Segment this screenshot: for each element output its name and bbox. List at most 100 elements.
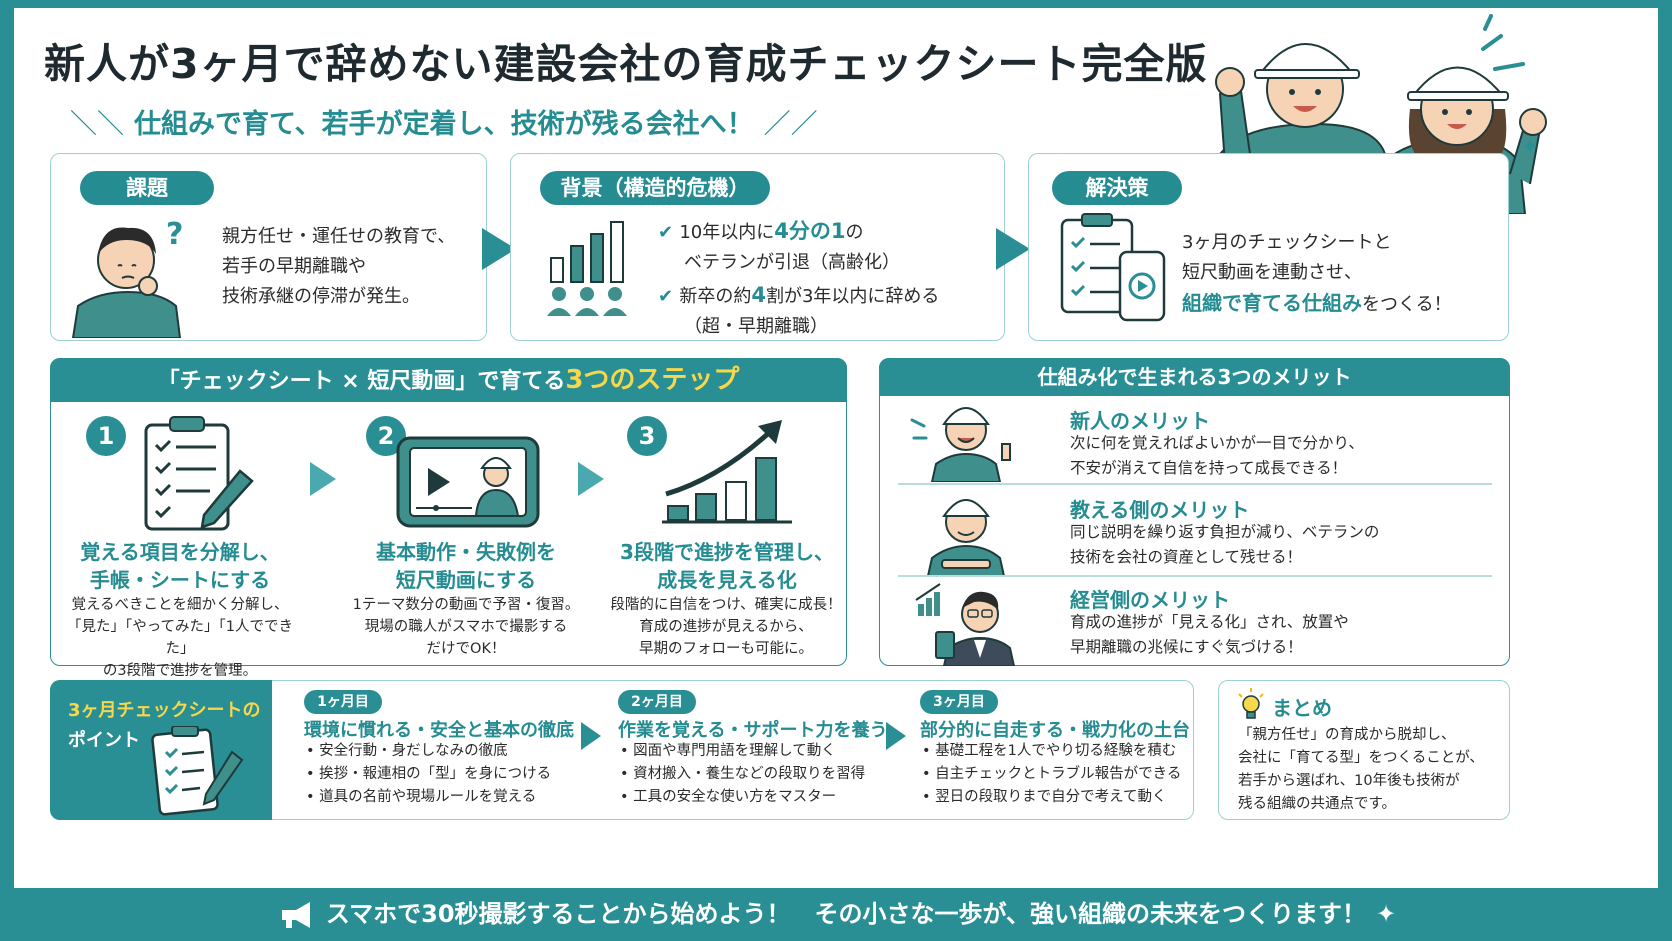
issue-line-3: 技術承継の停滞が発生。	[222, 286, 420, 307]
month-2-tag: 2ヶ月目	[618, 690, 696, 714]
manager-icon	[915, 583, 1016, 666]
page-title: 新人が3ヶ月で辞めない建設会社の育成チェックシート完全版	[44, 40, 1208, 88]
bg2-em: 4	[751, 283, 766, 307]
summary-line-4: 残る組織の共通点です。	[1238, 796, 1397, 812]
question-mark-icon: ?	[166, 217, 183, 252]
merit-1-title: 新人のメリット	[1070, 409, 1210, 433]
step-2-desc-1: 1テーマ数分の動画で予習・復習。	[352, 597, 580, 613]
points-label: 3ヶ月チェックシートの ポイント	[68, 696, 261, 756]
merit-1-desc-1: 次に何を覚えればよいかが一目で分かり、	[1070, 434, 1364, 452]
step-2-title-line-1: 基本動作・失敗例を	[376, 540, 556, 564]
arrow-right-icon	[310, 462, 336, 496]
footer-banner: スマホで30秒撮影することから始めよう！ その小さな一歩が、強い組織の未来をつく…	[0, 888, 1672, 941]
clipboard-checklist-icon	[151, 726, 244, 816]
background-label: 背景（構造的危機）	[540, 171, 770, 205]
check-icon: ✔	[658, 222, 680, 243]
merit-1-desc: 次に何を覚えればよいかが一目で分かり、 不安が消えて自信を持って成長できる！	[1070, 431, 1500, 481]
step-3-desc: 段階的に自信をつけ、確実に成長！ 育成の進捗が見えるから、 早期のフォローも可能…	[606, 594, 846, 660]
step-3-title-line-1: 3段階で進捗を管理し、	[620, 540, 834, 564]
step-3-desc-1: 段階的に自信をつけ、確実に成長！	[610, 597, 842, 613]
month-3-item: 自主チェックとトラブル報告ができる	[922, 763, 1192, 786]
checklist-phone-icon	[1060, 213, 1166, 322]
merit-1-desc-2: 不安が消えて自信を持って成長できる！	[1070, 459, 1348, 477]
month-1-tag: 1ヶ月目	[304, 690, 382, 714]
background-item-2: ✔ 新卒の約4割が3年以内に辞める	[658, 280, 998, 312]
merit-divider	[898, 575, 1492, 577]
steps-heading-emphasis: 3つのステップ	[565, 365, 740, 395]
merit-2-desc-2: 技術を会社の資産として残せる！	[1070, 548, 1303, 566]
merit-3-desc-2: 早期離職の兆候にすぐ気づける！	[1070, 638, 1303, 656]
bg2-line2: （超・早期離職）	[684, 316, 828, 337]
worried-worker-icon: ?	[71, 217, 183, 338]
step-2-title-line-2: 短尺動画にする	[395, 568, 537, 592]
solution-post: をつくる！	[1362, 294, 1452, 315]
slash-deco-left: ＼＼	[70, 109, 124, 140]
step-3-title-line-2: 成長を見える化	[657, 568, 797, 592]
veteran-worker-icon	[926, 499, 1006, 576]
month-1-list: 安全行動・身だしなみの徹底 挨拶・報連相の「型」を身につける 道具の名前や現場ル…	[306, 740, 576, 809]
step-1-title-line-2: 手帳・シートにする	[89, 568, 271, 592]
summary-line-2: 会社に「育てる型」をつくることが、	[1238, 750, 1484, 766]
sparkle-icon: ✦	[1376, 900, 1397, 928]
month-1-title: 環境に慣れる・安全と基本の徹底	[304, 720, 574, 741]
issue-line-1: 親方任せ・運任せの教育で、	[222, 226, 456, 247]
arrow-right-icon	[578, 462, 604, 496]
bg1-line2: ベテランが引退（高齢化）	[684, 252, 900, 273]
step-1-desc-1: 覚えるべきことを細かく分解し、	[71, 597, 289, 613]
merit-2-desc: 同じ説明を繰り返す負担が減り、ベテランの 技術を会社の資産として残せる！	[1070, 520, 1500, 570]
step-1-desc: 覚えるべきことを細かく分解し、 「見た」「やってみた」「1人でできた」 の3段階…	[58, 594, 302, 682]
check-icon: ✔	[658, 286, 680, 307]
step-1-desc-2: 「見た」「やってみた」「1人でできた」	[67, 619, 293, 657]
month-1-item: 安全行動・身だしなみの徹底	[306, 740, 576, 763]
bg2-post: 割が3年以内に辞める	[765, 286, 940, 307]
page-subtitle: ＼＼ 仕組みで育て、若手が定着し、技術が残る会社へ！ ／／	[60, 102, 828, 141]
step-3-desc-3: 早期のフォローも可能に。	[639, 641, 813, 657]
step-2-desc: 1テーマ数分の動画で予習・復習。 現場の職人がスマホで撮影する だけでOK！	[338, 594, 594, 660]
month-3-item: 翌日の段取りまで自分で考えて動く	[922, 786, 1192, 809]
merit-3-title: 経営側のメリット	[1070, 588, 1230, 612]
growth-chart-icon	[662, 420, 792, 524]
step-2-number: 2	[366, 416, 406, 456]
subtitle-text: 仕組みで育て、若手が定着し、技術が残る会社へ！	[134, 109, 754, 140]
month-1-item: 挨拶・報連相の「型」を身につける	[306, 763, 576, 786]
solution-line-1: 3ヶ月のチェックシートと	[1182, 232, 1392, 253]
bg1-pre: 10年以内に	[679, 222, 775, 243]
bg1-em: 4分の1	[774, 219, 846, 243]
slash-deco-right: ／／	[763, 109, 818, 140]
issue-text: 親方任せ・運任せの教育で、 若手の早期離職や 技術承継の停滞が発生。	[222, 222, 482, 312]
solution-line-3: 組織で育てる仕組みをつくる！	[1182, 288, 1502, 320]
issue-label: 課題	[80, 171, 214, 205]
month-2-item: 資材搬入・養生などの段取りを習得	[620, 763, 890, 786]
solution-line-2: 短尺動画を連動させ、	[1182, 262, 1362, 283]
lightbulb-icon	[1238, 688, 1264, 719]
points-label-line-2: ポイント	[68, 730, 140, 751]
solution-label: 解決策	[1052, 171, 1182, 205]
month-3-tag: 3ヶ月目	[920, 690, 998, 714]
background-item-1: ✔ 10年以内に4分の1の	[658, 216, 998, 248]
burst-lines-right	[1481, 14, 1525, 71]
step-1-title-line-1: 覚える項目を分解し、	[80, 540, 280, 564]
summary-line-3: 若手から選ばれ、10年後も技術が	[1238, 773, 1460, 789]
arrow-right-icon	[581, 722, 601, 750]
steps-heading: 「チェックシート × 短尺動画」で育てる3つのステップ	[50, 358, 847, 402]
step-2-desc-2: 現場の職人がスマホで撮影する	[364, 619, 568, 635]
month-2-title: 作業を覚える・サポート力を養う	[618, 720, 888, 741]
solution-text: 3ヶ月のチェックシートと 短尺動画を連動させ、 組織で育てる仕組みをつくる！	[1182, 228, 1502, 320]
summary-card	[1218, 680, 1510, 820]
summary-line-1: 「親方任せ」の育成から脱却し、	[1238, 727, 1456, 743]
steps-heading-text: 「チェックシート × 短尺動画」で育てる	[157, 369, 566, 394]
solution-emphasis: 組織で育てる仕組み	[1182, 291, 1362, 315]
sparkle-icon: ✦	[1521, 135, 1539, 160]
merit-2-desc-1: 同じ説明を繰り返す負担が減り、ベテランの	[1070, 523, 1380, 541]
step-1-desc-3: の3段階で進捗を管理。	[102, 663, 258, 679]
issue-line-2: 若手の早期離職や	[222, 256, 366, 277]
clipboard-pencil-icon	[144, 416, 254, 531]
summary-text: 「親方任せ」の育成から脱却し、 会社に「育てる型」をつくることが、 若手から選ば…	[1238, 724, 1504, 816]
month-2-item: 工具の安全な使い方をマスター	[620, 786, 890, 809]
merit-2-title: 教える側のメリット	[1070, 498, 1250, 522]
footer-text: スマホで30秒撮影することから始めよう！ その小さな一歩が、強い組織の未来をつく…	[325, 900, 1367, 928]
step-2-title: 基本動作・失敗例を 短尺動画にする	[346, 538, 586, 594]
megaphone-icon	[281, 902, 310, 928]
merits-heading: 仕組み化で生まれる3つのメリット	[879, 358, 1510, 396]
bg1-post: の	[845, 222, 864, 243]
